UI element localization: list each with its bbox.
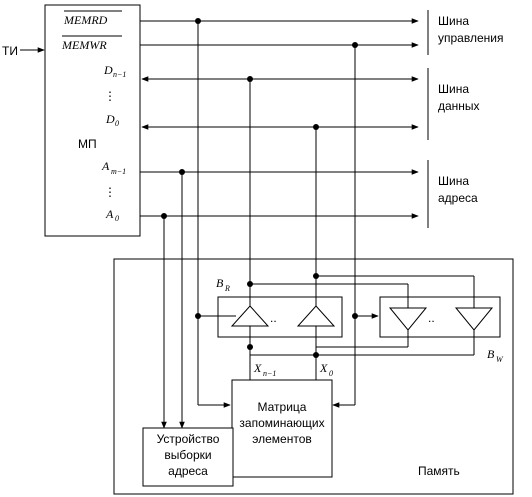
a-dots: ⋮ — [104, 185, 116, 199]
d-high-label: D — [103, 63, 113, 77]
control-bus-label-1: Шина — [438, 14, 469, 28]
address-unit-block — [142, 427, 234, 487]
mp-label: МП — [78, 137, 97, 151]
d-high-sub: n−1 — [113, 70, 126, 79]
br-dots: .. — [270, 311, 277, 325]
read-buffer-triangle-1 — [230, 305, 270, 327]
write-buffer-box — [379, 296, 501, 338]
a-high-label: A — [101, 159, 110, 173]
d-low-label: D — [105, 112, 115, 126]
xn-label: X — [253, 361, 262, 375]
read-buffer-box — [217, 296, 343, 338]
data-bus-label-2: данных — [438, 99, 480, 113]
bw-label: B — [487, 347, 495, 361]
bw-sub: W — [496, 355, 504, 364]
memwr-label: MEMWR — [61, 38, 107, 52]
write-buffer-triangle-1 — [388, 307, 428, 331]
clock-input-label: ТИ — [2, 44, 18, 58]
x0-label: X — [319, 361, 328, 375]
microprocessor-block — [44, 4, 141, 237]
read-buffer-triangle-2 — [296, 305, 336, 327]
matrix-label-1: Матрица — [258, 400, 307, 414]
matrix-block — [231, 379, 333, 478]
addr-unit-label-3: адреса — [168, 464, 208, 478]
memory-label: Память — [418, 464, 460, 478]
memory-block — [113, 258, 514, 495]
address-bus-label-2: адреса — [438, 191, 478, 205]
d-low-sub: 0 — [115, 119, 119, 128]
memrd-label: MEMRD — [63, 13, 108, 27]
bw-dots: .. — [428, 311, 435, 325]
data-bus-label-1: Шина — [438, 82, 469, 96]
xn-sub: n−1 — [263, 369, 276, 378]
x0-sub: 0 — [329, 369, 333, 378]
write-buffer-triangle-2 — [454, 307, 494, 331]
matrix-label-2: запоминающих — [239, 416, 324, 430]
br-label: B — [216, 276, 224, 290]
addr-unit-label-2: выборки — [164, 448, 211, 462]
d-dots: ⋮ — [104, 89, 116, 103]
a-low-sub: 0 — [115, 214, 119, 223]
br-sub: R — [224, 284, 230, 293]
address-bus-label-1: Шина — [438, 174, 469, 188]
matrix-label-3: элементов — [252, 432, 312, 446]
a-high-sub: m−1 — [111, 167, 126, 176]
addr-unit-label-1: Устройство — [157, 432, 220, 446]
a-low-label: A — [105, 207, 114, 221]
control-bus-label-2: управления — [438, 31, 503, 45]
